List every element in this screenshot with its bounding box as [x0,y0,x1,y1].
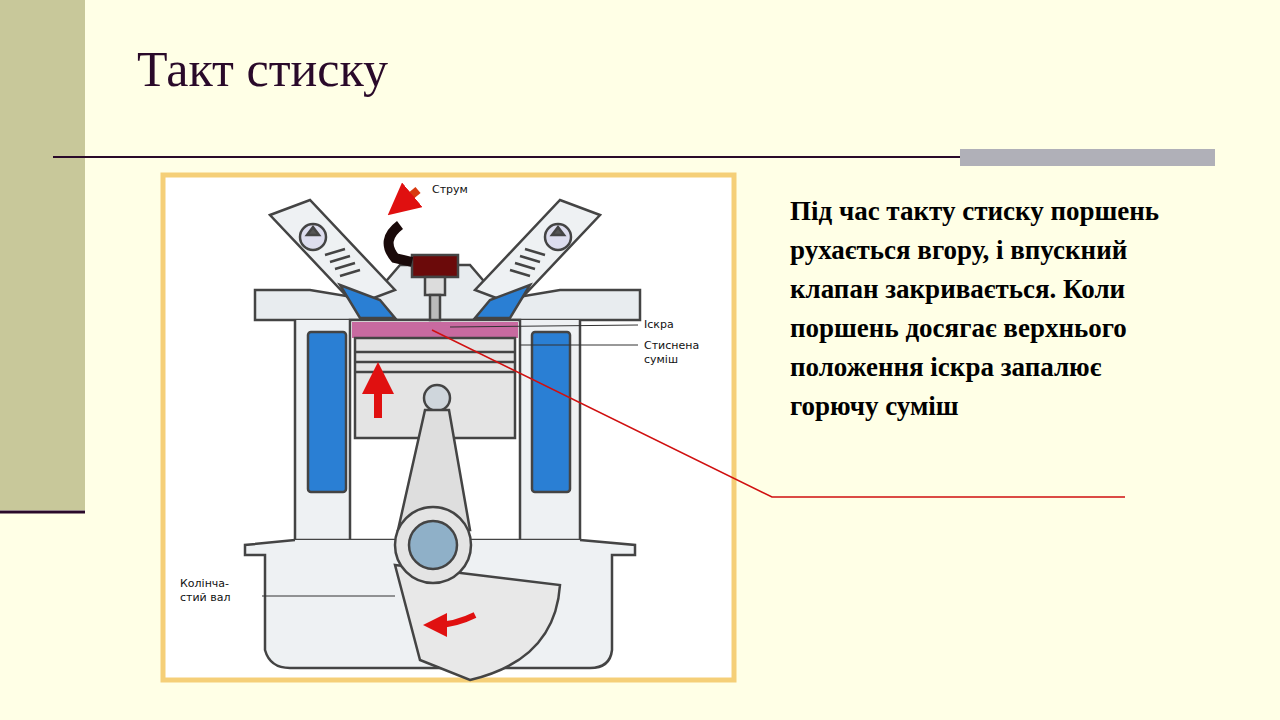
description-text: Під час такту стиску поршень рухається в… [790,192,1178,426]
part-label: Стиснена суміш [644,339,714,368]
part-label: Струм [432,183,512,197]
current-arrow [400,190,418,205]
slide-title: Такт стиску [137,40,388,98]
piston-up-arrow [374,378,382,418]
engine [245,200,640,680]
grey-bar [960,149,1215,166]
leader-line [520,345,638,346]
leader-line [450,325,638,327]
part-label: Іскра [644,318,714,332]
ignition-wire [389,225,412,262]
part-label: Колінча- стий вал [180,577,254,606]
picture-frame [163,175,734,680]
band-rule [0,511,85,514]
side-band [0,0,85,510]
leader-line [262,596,395,597]
rotation-arrow [435,615,475,625]
